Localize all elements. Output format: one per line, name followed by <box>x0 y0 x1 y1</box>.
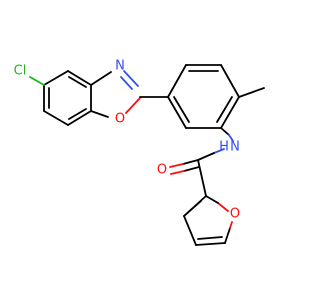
bond <box>183 215 197 246</box>
bond <box>125 97 141 114</box>
oxazole-oxygen-label: O <box>115 112 125 127</box>
bond <box>217 202 229 212</box>
furan-oxygen-label: O <box>230 207 240 222</box>
bond <box>220 127 230 136</box>
bond <box>67 110 92 126</box>
bond <box>67 70 92 86</box>
bond <box>229 221 233 229</box>
bond <box>68 76 87 88</box>
oxazole-nitrogen-label: N <box>115 59 125 74</box>
bond <box>220 64 240 98</box>
bond <box>173 96 190 123</box>
methyl-bond <box>238 87 265 98</box>
bond <box>43 110 69 126</box>
amide-nitrogen-label: N <box>230 140 240 155</box>
bond <box>183 200 202 217</box>
bond <box>167 96 187 129</box>
bond <box>68 108 87 120</box>
amide-hydrogen-label: H <box>219 140 229 155</box>
bond <box>120 76 133 90</box>
bond <box>123 70 139 87</box>
benzo-ring <box>43 70 92 126</box>
bond <box>216 96 233 123</box>
bond <box>43 70 69 86</box>
bond <box>228 134 234 142</box>
bond <box>169 163 184 168</box>
bond <box>220 96 240 129</box>
oxazole-ring <box>90 70 141 118</box>
bond <box>90 71 112 86</box>
bond <box>224 227 231 244</box>
central-phenyl-ring <box>167 64 240 129</box>
carbonyl-oxygen-label: O <box>157 163 167 178</box>
bond <box>167 64 187 98</box>
bond <box>213 148 225 154</box>
bond <box>90 110 109 118</box>
bond <box>183 166 200 172</box>
furan-ring <box>183 195 233 246</box>
bond <box>170 170 185 175</box>
bond <box>205 195 219 204</box>
molecule-diagram: Cl N O N H O O <box>14 59 265 246</box>
bond <box>182 159 199 165</box>
bond <box>197 236 223 240</box>
chlorine-bond <box>29 76 45 86</box>
bond <box>197 159 207 197</box>
bond <box>197 152 215 161</box>
chlorine-label: Cl <box>14 64 27 79</box>
bond <box>195 242 226 246</box>
molecule-canvas: Cl N O N H O O <box>14 59 265 246</box>
